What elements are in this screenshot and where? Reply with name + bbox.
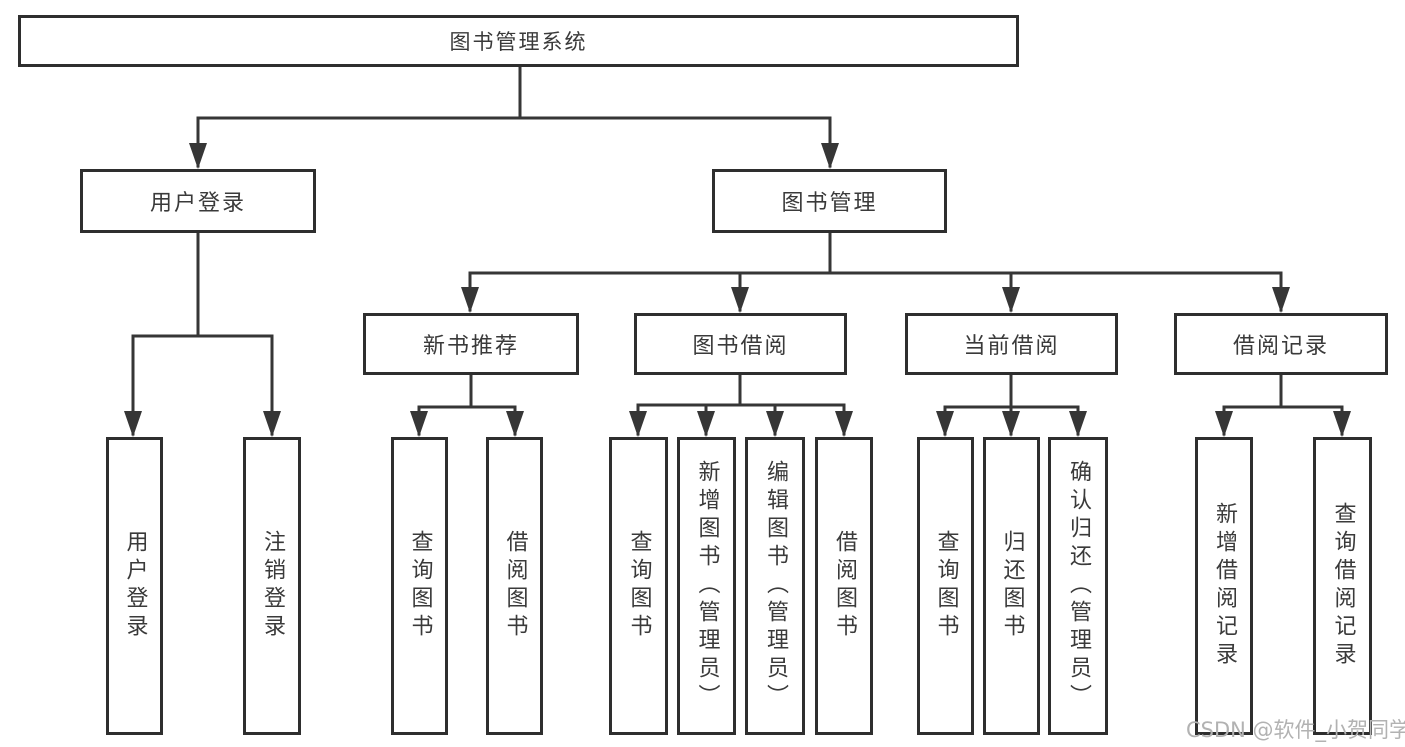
node-current-borrow: 当前借阅 xyxy=(905,313,1118,375)
node-book-borrow-label: 图书借阅 xyxy=(692,334,789,359)
arrowheads xyxy=(124,143,1351,437)
node-user-login-label: 用户登录 xyxy=(149,191,246,216)
leaf-borrow-books: 借阅图书 xyxy=(815,437,873,735)
node-new-book-recommend-label: 新书推荐 xyxy=(422,334,519,359)
node-borrow-records: 借阅记录 xyxy=(1174,313,1388,375)
leaf-logout-label: 注销登录 xyxy=(260,530,285,642)
leaf-query-borrow-record-label: 查询借阅记录 xyxy=(1330,502,1356,670)
node-library-system-label: 图书管理系统 xyxy=(449,30,588,54)
leaf-confirm-return-admin: 确认归还（管理员） xyxy=(1048,437,1108,735)
watermark-text: CSDN @软件_小贺同学 xyxy=(1186,718,1405,742)
connector-path xyxy=(131,65,1344,436)
leaf-add-borrow-record-label: 新增借阅记录 xyxy=(1212,502,1237,670)
leaf-confirm-return-admin-label: 确认归还（管理员） xyxy=(1066,460,1091,712)
node-user-login: 用户登录 xyxy=(80,169,316,233)
leaf-add-book-admin: 新增图书（管理员） xyxy=(677,437,736,735)
node-new-book-recommend: 新书推荐 xyxy=(363,313,579,375)
leaf-return-book-label: 归还图书 xyxy=(999,530,1025,642)
leaf-borrow-books-recommend: 借阅图书 xyxy=(486,437,543,735)
leaf-return-book: 归还图书 xyxy=(983,437,1040,735)
leaf-edit-book-admin-label: 编辑图书（管理员） xyxy=(763,460,788,712)
leaf-logout: 注销登录 xyxy=(243,437,301,735)
leaf-borrow-books-label: 借阅图书 xyxy=(832,530,857,642)
node-current-borrow-label: 当前借阅 xyxy=(963,334,1060,359)
leaf-user-login: 用户登录 xyxy=(106,437,163,735)
node-book-management-label: 图书管理 xyxy=(781,191,878,216)
leaf-query-books-recommend: 查询图书 xyxy=(391,437,448,735)
node-library-system: 图书管理系统 xyxy=(18,15,1019,67)
leaf-edit-book-admin: 编辑图书（管理员） xyxy=(745,437,805,735)
leaf-query-borrow-record: 查询借阅记录 xyxy=(1313,437,1372,735)
leaf-add-book-admin-label: 新增图书（管理员） xyxy=(694,460,720,712)
leaf-query-books-current-label: 查询图书 xyxy=(933,530,959,642)
leaf-user-login-label: 用户登录 xyxy=(122,530,148,642)
leaf-query-books-recommend-label: 查询图书 xyxy=(407,530,433,642)
leaf-query-books-current: 查询图书 xyxy=(917,437,974,735)
node-borrow-records-label: 借阅记录 xyxy=(1232,334,1329,359)
node-book-borrow: 图书借阅 xyxy=(634,313,847,375)
leaf-query-books-borrow: 查询图书 xyxy=(609,437,668,735)
leaf-query-books-borrow-label: 查询图书 xyxy=(626,530,652,642)
leaf-borrow-books-recommend-label: 借阅图书 xyxy=(502,530,528,642)
leaf-add-borrow-record: 新增借阅记录 xyxy=(1195,437,1253,735)
node-book-management: 图书管理 xyxy=(712,169,947,233)
